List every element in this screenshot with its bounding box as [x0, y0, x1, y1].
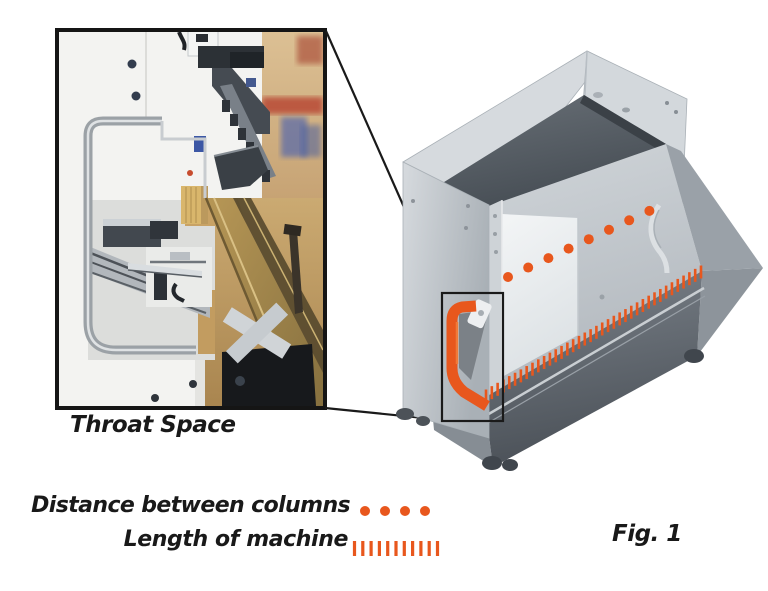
indicator-bar [496, 382, 499, 396]
indicator-dot [380, 506, 390, 516]
distance-between-columns-indicator [503, 205, 655, 282]
throat-trim [83, 116, 207, 355]
indicator-bar [624, 309, 627, 323]
indicator-bar [670, 282, 674, 296]
callout-box [440, 291, 505, 423]
x-die-block [222, 302, 316, 406]
photo-frame [55, 28, 327, 410]
indicator-bar [548, 352, 552, 366]
indicator-dot [503, 272, 513, 282]
throat-space-label: Throat Space [70, 412, 236, 438]
indicator-bar [435, 541, 440, 556]
right-throat-curve [648, 203, 670, 274]
throat-space-highlight [446, 300, 490, 411]
indicator-bar [571, 339, 575, 353]
indicator-bar [653, 292, 656, 306]
length-of-machine-label: Length of machine [123, 527, 349, 552]
machine-foot [396, 408, 414, 420]
indicator-dot [624, 215, 635, 226]
indicator-bar [618, 312, 621, 326]
indicator-dot [563, 243, 574, 254]
indicator-bar [635, 302, 639, 316]
indicator-dot [523, 262, 534, 273]
indicator-bar [531, 362, 534, 376]
indicator-bar [664, 285, 668, 299]
indicator-bar [554, 349, 558, 363]
indicator-dot [400, 506, 410, 516]
indicator-bar [525, 366, 528, 380]
indicator-bar [688, 272, 691, 286]
figure-caption: Fig. 1 [612, 521, 682, 547]
indicator-bar [612, 315, 616, 329]
machine-foot [482, 456, 502, 470]
indicator-bar [411, 541, 415, 556]
indicator-bar [377, 541, 381, 556]
indicator-bar [352, 541, 357, 556]
indicator-dot [604, 224, 614, 235]
left-column-strip [489, 200, 502, 398]
indicator-bar [589, 329, 592, 343]
front-window [502, 214, 578, 377]
indicator-bar [490, 386, 494, 400]
throat-space-photo [55, 28, 327, 410]
cable [177, 32, 187, 51]
indicator-bar [676, 278, 680, 292]
indicator-bar [361, 541, 365, 556]
machine-foot [416, 416, 430, 426]
length-hatch-legend-symbol [352, 541, 440, 556]
indicator-bar [682, 275, 685, 289]
indicator-bar [693, 268, 697, 282]
indicator-dot [644, 205, 655, 216]
throat-opening-scene [87, 200, 215, 360]
indicator-bar [641, 299, 645, 313]
machine-foot [684, 349, 704, 363]
indicator-bar [583, 332, 587, 346]
indicator-dot [360, 506, 370, 516]
indicator-bar [659, 288, 662, 302]
indicator-bar [542, 355, 546, 369]
indicator-bar [507, 376, 511, 390]
machine-foot [502, 459, 518, 471]
indicator-bar [566, 342, 569, 356]
indicator-bar [419, 541, 423, 556]
indicator-bar [394, 541, 398, 556]
right-flank [666, 144, 763, 271]
indicator-bar [369, 541, 373, 556]
indicator-bar [600, 322, 604, 336]
indicator-bar [577, 335, 581, 349]
machine-frame-illustration [396, 50, 763, 471]
length-of-machine-indicator [484, 265, 703, 403]
indicator-bar [595, 325, 598, 339]
throat-slot [459, 311, 486, 380]
indicator-dot [543, 253, 554, 264]
indicator-bar [386, 541, 390, 556]
blurred-background-shelf [262, 32, 323, 204]
distance-between-columns-label: Distance between columns [31, 493, 350, 518]
distance-dots-legend-symbol [360, 506, 430, 516]
indicator-dot [583, 234, 594, 245]
indicator-bar [560, 345, 563, 359]
hammer [283, 223, 303, 314]
indicator-bar [647, 295, 651, 309]
indicator-bar [513, 372, 517, 386]
indicator-bar [519, 369, 523, 383]
tray-interior [420, 95, 666, 214]
indicator-bar [699, 265, 703, 279]
indicator-bar [536, 359, 540, 373]
bent-sheet-part [214, 146, 268, 190]
indicator-bar [629, 305, 633, 319]
indicator-bar [427, 541, 431, 556]
indicator-bar [402, 541, 406, 556]
indicator-bar [606, 319, 610, 333]
indicator-bar [484, 389, 488, 403]
indicator-dot [420, 506, 430, 516]
